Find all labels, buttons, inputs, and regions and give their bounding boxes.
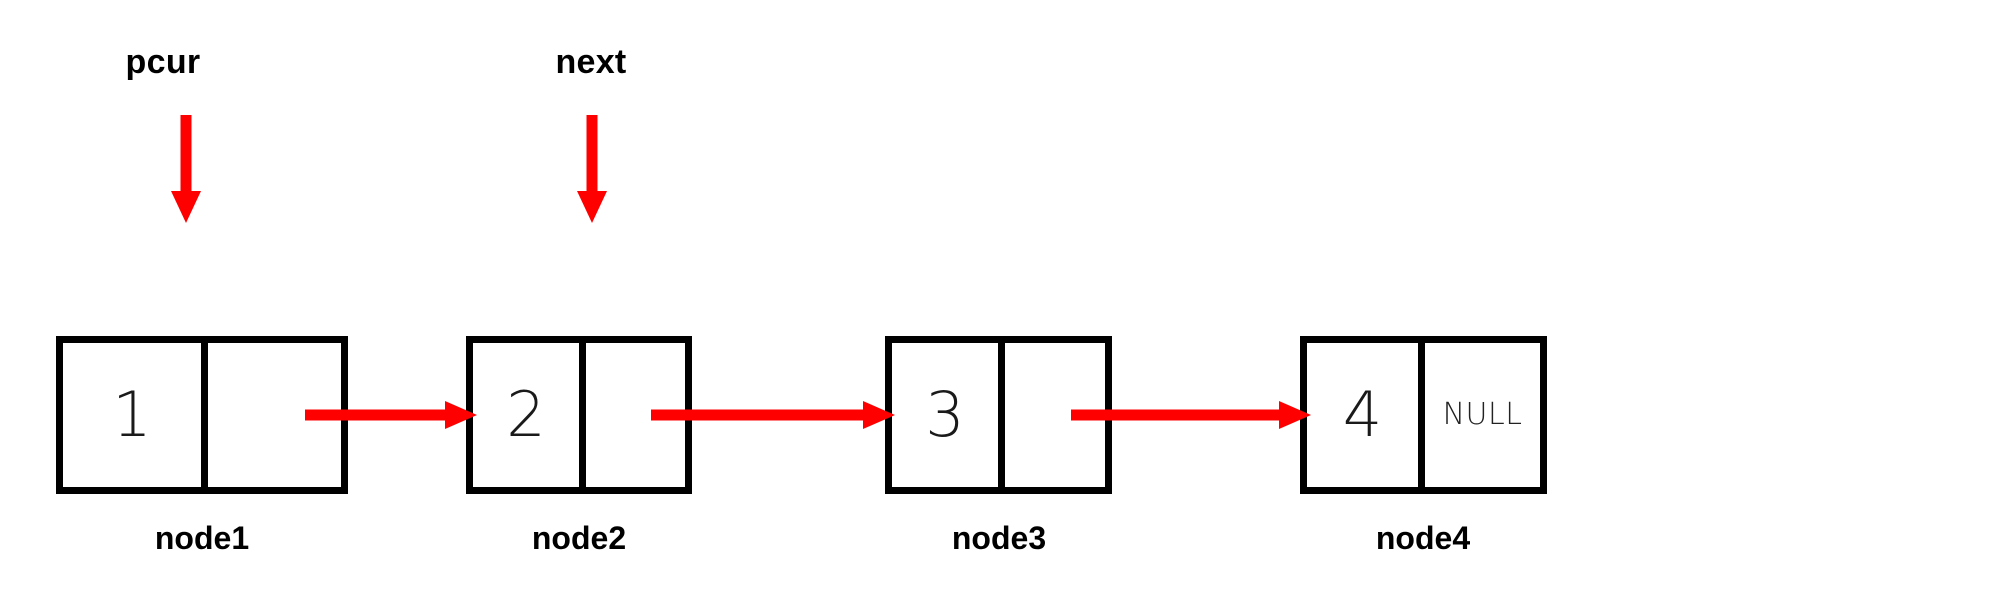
node4-data-cell: 4: [1307, 343, 1425, 487]
node-box-node1: 1: [56, 336, 348, 494]
node4-next-cell: NULL: [1425, 343, 1540, 487]
node-caption-node2: node2: [531, 520, 627, 556]
next-arrow-down-icon: [570, 113, 614, 230]
node3-data-cell: 3: [892, 343, 1005, 487]
node2-data-cell: 2: [473, 343, 586, 487]
node-caption-node3: node3: [951, 520, 1047, 556]
pcur-arrow-down-icon: [164, 113, 208, 230]
node-caption-node4: node4: [1375, 520, 1471, 556]
node-box-node3: 3: [885, 336, 1112, 494]
node1-data-cell: 1: [63, 343, 208, 487]
pointer-label-pcur: pcur: [125, 43, 201, 81]
node1-value: 1: [112, 378, 152, 451]
node-box-node4: 4 NULL: [1300, 336, 1547, 494]
link-arrow-node3-to-node4-icon: [1069, 398, 1313, 437]
node4-value: 4: [1342, 378, 1383, 451]
link-arrow-node2-to-node3-icon: [649, 398, 897, 437]
link-arrow-node1-to-node2-icon: [303, 398, 479, 437]
node2-value: 2: [506, 378, 546, 451]
node4-next-text: NULL: [1442, 397, 1523, 432]
node-caption-node1: node1: [154, 520, 250, 556]
node3-value: 3: [925, 378, 965, 451]
pointer-label-next: next: [555, 43, 627, 81]
